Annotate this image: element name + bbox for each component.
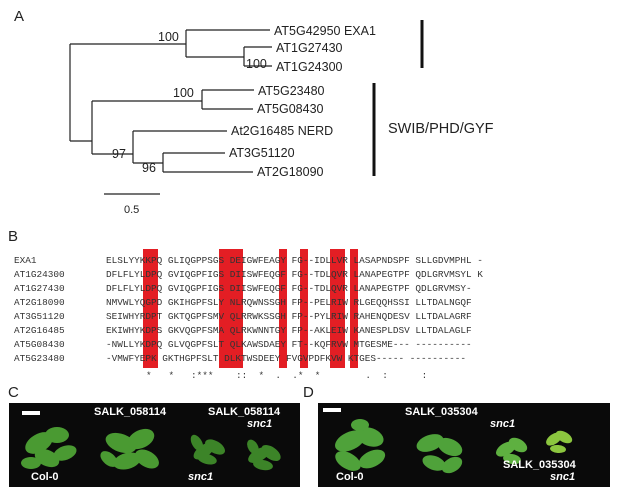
tree-leaf: AT5G08430 [257, 102, 324, 116]
panel-label-d: D [303, 384, 314, 401]
alignment-sequence: DFLFLYLDPQ GVIQGPFIGS DIISWFEQGF FG--TDL… [106, 283, 472, 294]
genotype-label: snc1 [188, 471, 214, 483]
genotype-label: snc1 [550, 471, 576, 483]
alignment-name: AT2G16485 [14, 325, 65, 336]
panel-label-c: C [8, 384, 19, 401]
genotype-label: SALK_035304 [405, 406, 478, 418]
bootstrap-value: 100 [158, 30, 179, 44]
panel-label-b: B [8, 228, 19, 245]
alignment-name: AT1G24300 [14, 269, 65, 280]
plant-photo-d: SALK_035304 snc1 SALK_035304 snc1 Col-0 [318, 403, 610, 487]
alignment-sequence: EKIWHYKDPS GKVQGPFSMA QLRKWNNTGY FP--AKL… [106, 325, 472, 336]
genotype-label: Col-0 [336, 471, 364, 483]
tree-leaf: AT2G18090 [257, 165, 324, 179]
panel-label-a: A [14, 8, 25, 25]
alignment-name: AT3G51120 [14, 311, 65, 322]
genotype-label: Col-0 [31, 471, 59, 483]
tree-leaf: AT1G27430 [276, 41, 343, 55]
tree-leaf: At2G16485 NERD [231, 124, 333, 138]
tree-leaf: AT5G23480 [258, 84, 325, 98]
alignment-name: AT2G18090 [14, 297, 65, 308]
alignment-sequence: -VMWFYEPK GKTHGPFSLT DLKTWSDEEY FVGVPDFK… [106, 353, 466, 364]
scale-bar [22, 411, 40, 415]
scale-bar-label: 0.5 [124, 204, 139, 216]
domain-group-label: SWIB/PHD/GYF [388, 121, 494, 137]
bootstrap-value: 100 [173, 86, 194, 100]
alignment-names: EXA1 AT1G24300 AT1G27430 AT2G18090 AT3G5… [14, 255, 65, 364]
alignment-consensus: * * :*** :: * . .* * . : : [146, 370, 427, 381]
tree-leaf: AT5G42950 EXA1 [274, 24, 376, 38]
alignment-name: AT5G08430 [14, 339, 65, 350]
alignment-sequence: ELSLYYKKPQ GLIQGPPSGS DEIGWFEAGY FG--IDL… [106, 255, 483, 266]
plant-rosettes-c [21, 427, 281, 471]
genotype-label: SALK_035304 [503, 459, 576, 471]
genotype-label: SALK_058114 [94, 406, 167, 418]
genotype-label: SALK_058114 [208, 406, 281, 418]
phylogenetic-tree: AT5G42950 EXA1 AT1G27430 AT1G24300 AT5G2… [69, 20, 494, 216]
bootstrap-value: 96 [142, 161, 156, 175]
tree-leaf: AT1G24300 [276, 60, 343, 74]
sequence-alignment: EXA1 AT1G24300 AT1G27430 AT2G18090 AT3G5… [14, 249, 483, 381]
alignment-sequence: NMVWLYQGPD GKIHGPFSLY NLRQWNSSGH FP--PEL… [106, 297, 472, 308]
alignment-name: AT5G23480 [14, 353, 65, 364]
genotype-label: snc1 [490, 418, 516, 430]
bootstrap-value: 100 [246, 57, 267, 71]
plant-photo-c: SALK_058114 SALK_058114 snc1 snc1 Col-0 [9, 403, 300, 487]
alignment-name: EXA1 [14, 255, 37, 266]
bootstrap-value: 97 [112, 147, 126, 161]
scale-bar [323, 408, 341, 412]
plant-rosettes-d [335, 419, 573, 474]
genotype-label: snc1 [247, 418, 273, 430]
alignment-sequence: DFLFLYLDPQ GVIQGPFIGS DIISWFEQGF FG--TDL… [106, 269, 483, 280]
alignment-sequence: -NWLLYKDPQ GLVQGPFSLT QLKAWSDAEY FT--KQF… [106, 339, 472, 350]
alignment-name: AT1G27430 [14, 283, 65, 294]
tree-leaf: AT3G51120 [229, 146, 295, 160]
alignment-sequences: ELSLYYKKPQ GLIQGPPSGS DEIGWFEAGY FG--IDL… [106, 255, 483, 364]
alignment-sequence: SEIWHYRDPT GKTQGPFSMV QLRRWKSSGH FP--PYL… [106, 311, 472, 322]
